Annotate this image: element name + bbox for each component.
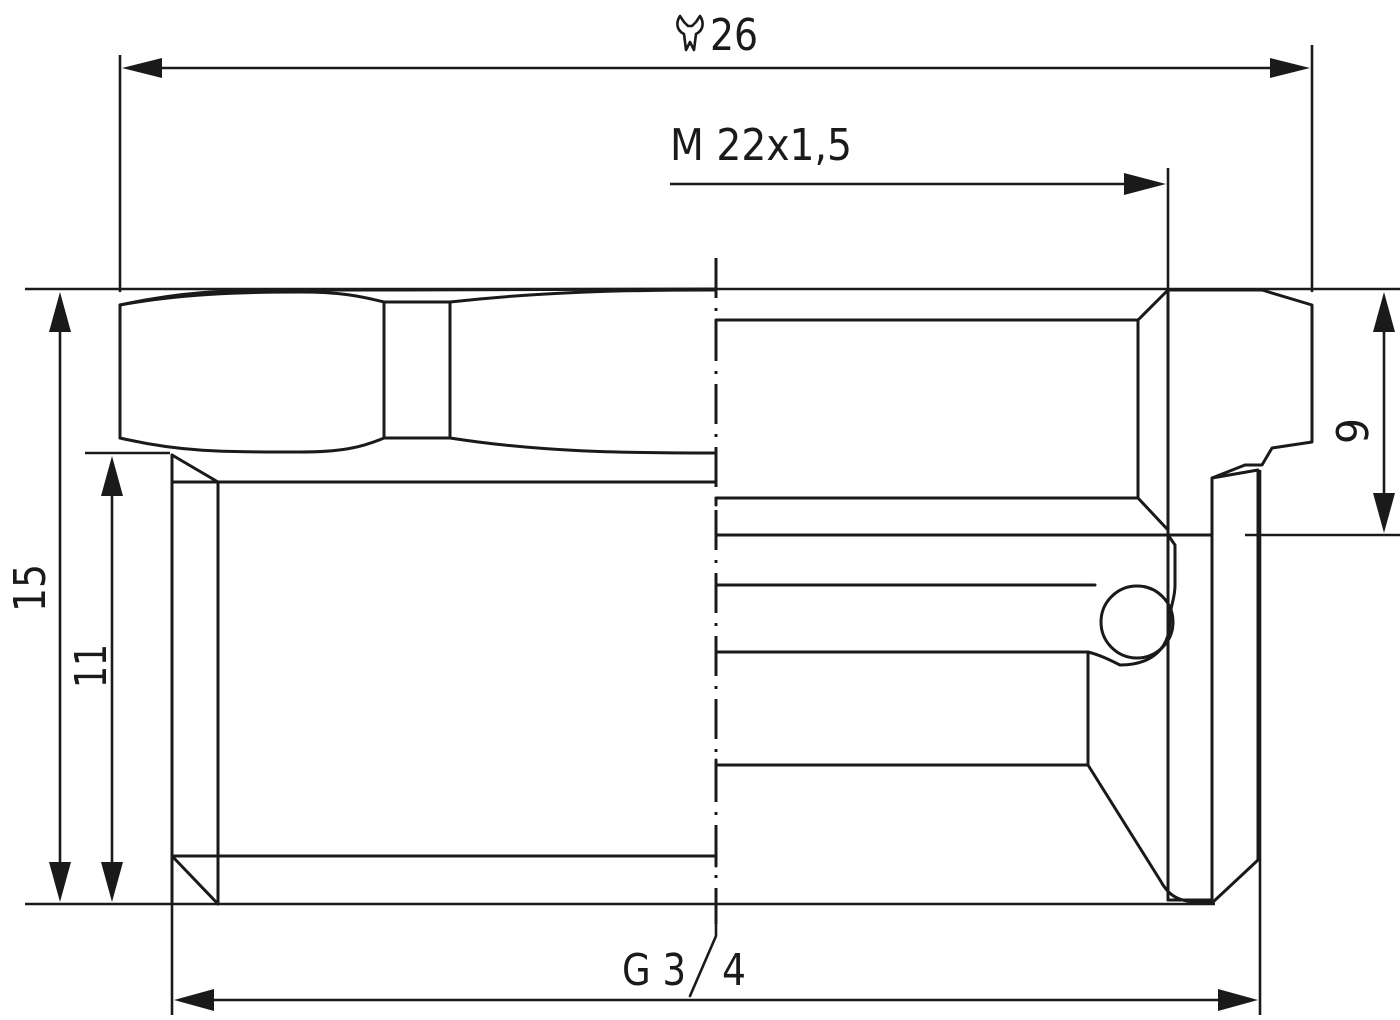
hatched-thread-section xyxy=(1210,468,1260,905)
dimension-total-height: 15 xyxy=(5,292,71,902)
wrench-icon xyxy=(676,14,704,52)
dimension-outer-thread: G 3 4 xyxy=(174,945,1258,1011)
dimension-hex-height: 6 xyxy=(1325,292,1395,533)
outer-thread-label-left: G 3 xyxy=(622,945,686,996)
thread-length-label: 11 xyxy=(66,644,117,688)
hatched-spigot-section xyxy=(1086,533,1214,905)
inner-thread-label: M 22x1,5 xyxy=(670,120,852,171)
center-line xyxy=(688,258,718,998)
dimension-inner-thread: M 22x1,5 xyxy=(670,120,1166,195)
hatched-hex-section xyxy=(1136,288,1314,902)
threaded-spigot-exterior xyxy=(170,453,718,906)
outer-thread-label-right: 4 xyxy=(722,945,746,996)
dimension-wrench-26: 26 xyxy=(122,10,1310,78)
extension-lines xyxy=(25,45,1400,1015)
wrench-size-label: 26 xyxy=(710,10,758,61)
hex-nut-exterior xyxy=(118,287,718,482)
o-ring xyxy=(1099,584,1175,660)
total-height-label: 15 xyxy=(5,564,56,612)
dimension-thread-length: 11 xyxy=(66,456,123,902)
section-view xyxy=(714,288,1314,905)
hex-height-label: 6 xyxy=(1325,418,1376,444)
